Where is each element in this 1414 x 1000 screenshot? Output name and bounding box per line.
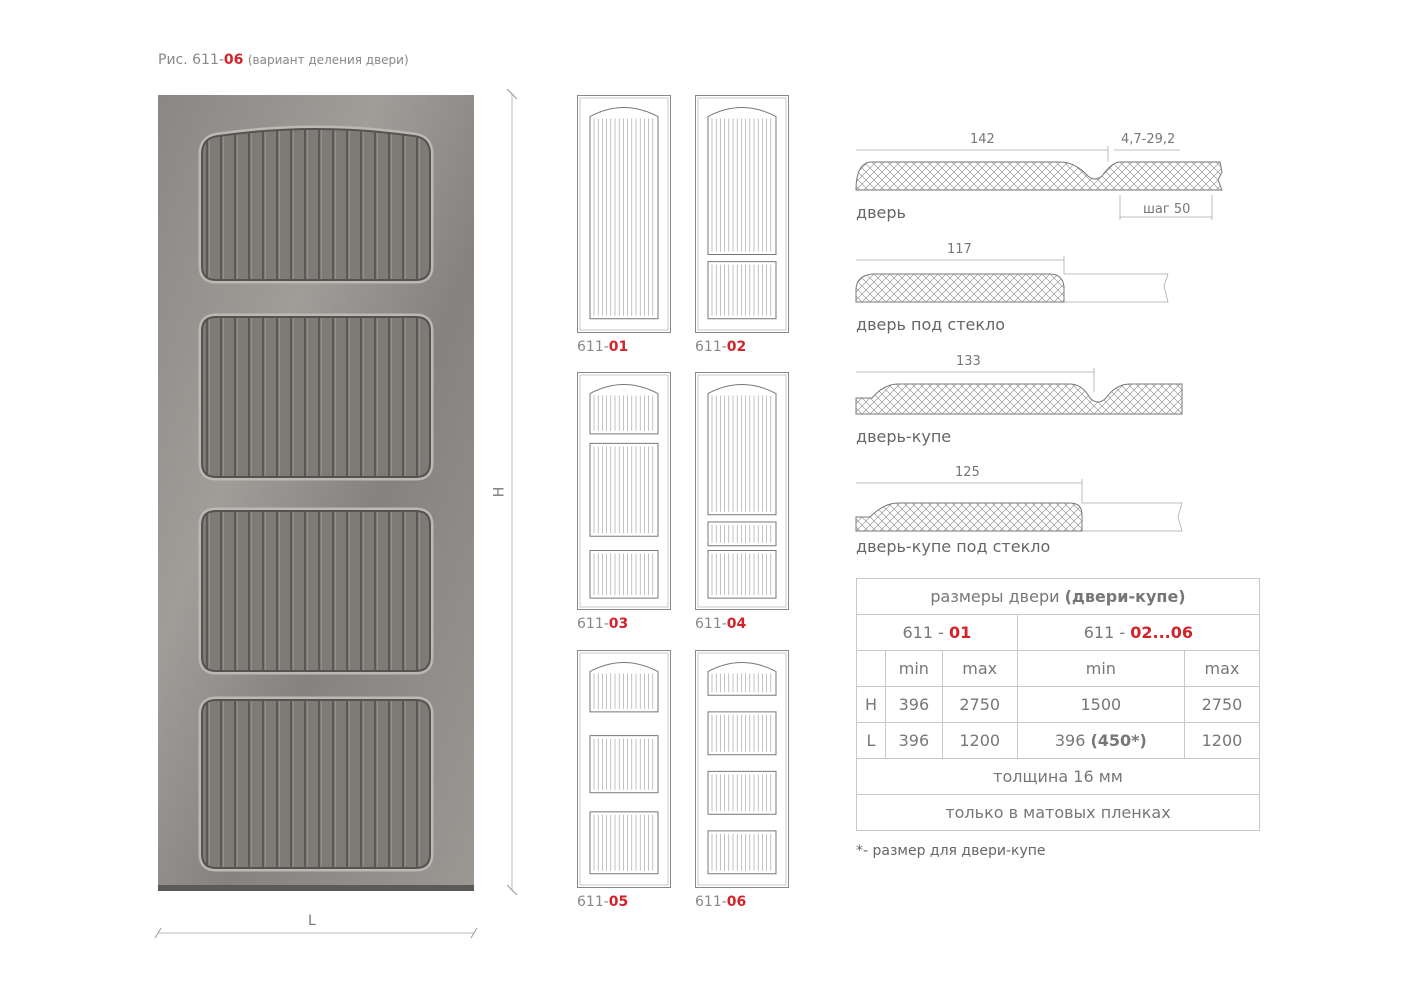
cell: 1200: [1183, 722, 1261, 759]
dimensions-table: размеры двери (двери-купе) 611 - 01 611 …: [856, 578, 1261, 831]
table-header-bold: (двери-купе): [1064, 587, 1186, 606]
col-max-1: max: [941, 650, 1018, 687]
profile-door-label: дверь: [856, 203, 906, 222]
table-group-02-06: 611 - 02...06: [1016, 614, 1261, 651]
variant-label-code: 05: [608, 894, 629, 910]
cell: 2750: [1183, 686, 1261, 723]
cell-text: 1500: [1080, 695, 1122, 714]
profile-sliding-door: [855, 368, 1183, 415]
thickness-row: толщина 16 мм: [856, 758, 1260, 795]
profile-door-glass: [855, 256, 1169, 303]
variant-label-prefix: 611-: [695, 616, 727, 632]
height-label: H: [491, 486, 508, 498]
profile-door-glass-label: дверь под стекло: [856, 315, 1006, 334]
table-row: H 396 2750 1500 2750: [856, 686, 1261, 723]
cell: 396: [885, 722, 943, 759]
footnote: *- размер для двери-купе: [856, 843, 1046, 859]
variant-label-code: 03: [608, 616, 629, 632]
variant-label-code: 04: [726, 616, 747, 632]
cell-text: 396: [1054, 731, 1091, 750]
door-panel: [201, 316, 431, 478]
width-dimension-line: [154, 927, 478, 939]
cell: 2750: [941, 686, 1018, 723]
profile-sliding-door-glass-dim: 125: [955, 465, 980, 480]
variant-label-prefix: 611-: [577, 894, 609, 910]
row-label: H: [856, 686, 886, 723]
profile-sliding-door-dim: 133: [956, 354, 981, 369]
variant-label-code: 02: [726, 339, 747, 355]
table-header: размеры двери (двери-купе): [856, 578, 1260, 615]
table-row: L 396 1200 396 (450*) 1200: [856, 722, 1261, 759]
door-variant-05: [577, 650, 671, 888]
group1-code: 01: [948, 623, 972, 642]
cell: 396: [885, 686, 943, 723]
variant-label-prefix: 611-: [695, 894, 727, 910]
table-header-text: размеры двери: [930, 587, 1065, 606]
profile-door-dim2: 4,7-29,2: [1121, 132, 1176, 147]
variant-label-04: 611-04: [695, 616, 746, 632]
main-door-image: [158, 95, 474, 891]
col-min-2: min: [1016, 650, 1185, 687]
cell-bold: (450*): [1090, 731, 1147, 750]
profile-sliding-door-glass-label: дверь-купе под стекло: [856, 537, 1051, 556]
profile-sliding-door-label: дверь-купе: [856, 427, 952, 446]
table-group-01: 611 - 01: [856, 614, 1018, 651]
row-label: L: [856, 722, 886, 759]
door-variant-01: [577, 95, 671, 333]
figure-title-prefix: Рис. 611-: [158, 52, 224, 68]
door-panel: [201, 699, 431, 869]
group2-prefix: 611 -: [1083, 623, 1131, 642]
height-dimension-line: [506, 88, 518, 896]
cell: 1500: [1016, 686, 1185, 723]
cell: 1200: [941, 722, 1018, 759]
variant-label-06: 611-06: [695, 894, 746, 910]
profile-door: [855, 146, 1223, 220]
profile-sliding-door-glass: [855, 479, 1183, 532]
variant-label-prefix: 611-: [577, 339, 609, 355]
col-min-1: min: [885, 650, 943, 687]
profile-door-dim: 142: [970, 132, 995, 147]
variant-label-code: 01: [608, 339, 629, 355]
group2-code: 02...06: [1130, 623, 1193, 642]
figure-title: Рис. 611-06 (вариант деления двери): [158, 52, 409, 68]
variant-label-prefix: 611-: [695, 339, 727, 355]
variant-label-prefix: 611-: [577, 616, 609, 632]
profile-door-glass-dim: 117: [947, 242, 972, 257]
figure-title-code: 06: [223, 52, 244, 68]
door-variant-02: [695, 95, 789, 333]
profile-door-step: шаг 50: [1143, 202, 1191, 217]
door-variant-03: [577, 372, 671, 610]
door-variant-04: [695, 372, 789, 610]
variant-label-03: 611-03: [577, 616, 628, 632]
figure-title-subtitle: (вариант деления двери): [247, 53, 409, 67]
variant-label-01: 611-01: [577, 339, 628, 355]
corner-cell: [856, 650, 886, 687]
door-panel: [201, 128, 431, 281]
variant-label-05: 611-05: [577, 894, 628, 910]
col-max-2: max: [1183, 650, 1261, 687]
variant-label-code: 06: [726, 894, 747, 910]
door-variant-06: [695, 650, 789, 888]
width-label: L: [308, 913, 316, 929]
cell: 396 (450*): [1016, 722, 1185, 759]
group1-prefix: 611 -: [902, 623, 949, 642]
finish-row: только в матовых пленках: [856, 794, 1260, 831]
door-panel: [201, 510, 431, 672]
variant-label-02: 611-02: [695, 339, 746, 355]
